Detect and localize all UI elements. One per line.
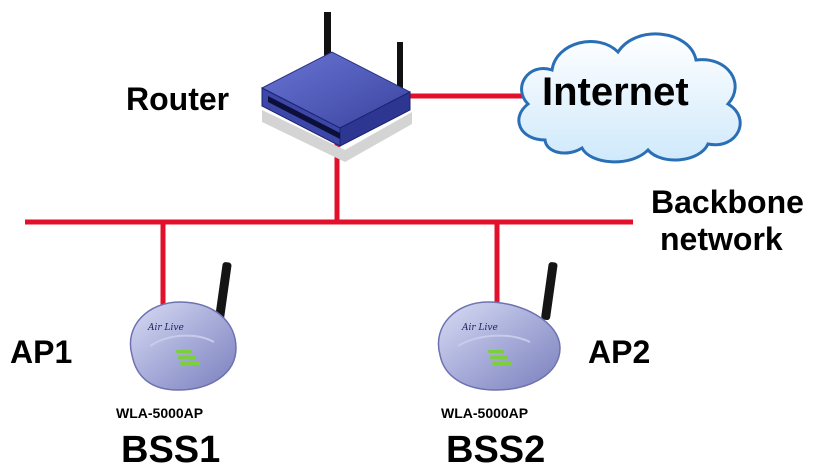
router-icon (260, 12, 412, 162)
ap2-status-lights (488, 350, 512, 365)
backbone-label-line2: network (660, 221, 783, 257)
cloud-icon (517, 32, 742, 164)
ap1-model-label: WLA-5000AP (116, 405, 203, 421)
access-point-2-icon: Air Live (437, 262, 561, 391)
router-label: Router (126, 81, 229, 117)
ap1-brand: Air Live (147, 323, 184, 333)
ap1-status-lights (176, 350, 200, 365)
ap2-brand: Air Live (461, 323, 498, 333)
backbone-label-line1: Backbone (651, 184, 804, 220)
bss2-label: BSS2 (446, 429, 545, 468)
ap2-model-label: WLA-5000AP (441, 405, 528, 421)
ap2-label: AP2 (588, 334, 650, 370)
bss1-label: BSS1 (121, 429, 220, 468)
ap1-label: AP1 (10, 334, 72, 370)
internet-label: Internet (542, 70, 689, 114)
access-point-1-icon: Air Live (129, 262, 237, 391)
